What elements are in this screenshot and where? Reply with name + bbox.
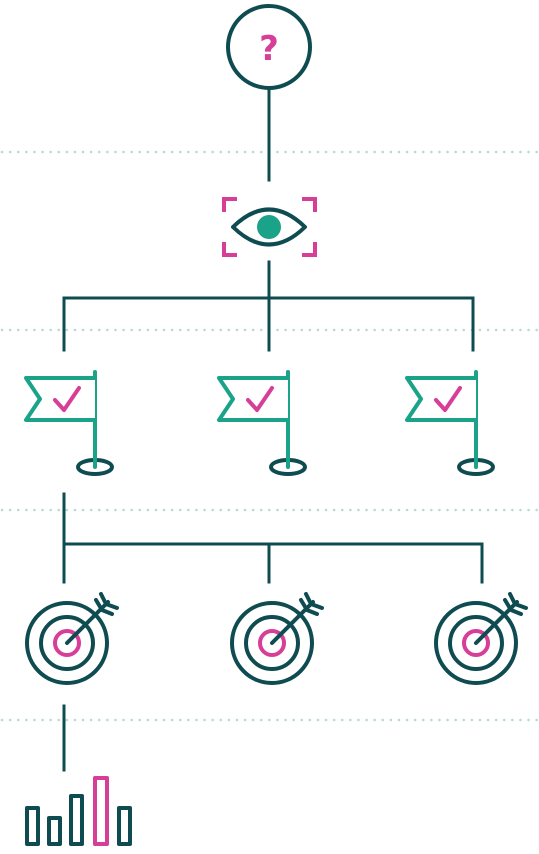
connector-lines	[62, 86, 484, 772]
bar-2	[47, 816, 62, 846]
bar-chart-icon	[25, 776, 132, 846]
arrow-fletch-2	[94, 598, 114, 616]
flag-banner	[405, 376, 476, 422]
target-ring-middle	[244, 615, 300, 671]
target-ring-inner	[462, 629, 490, 657]
flag-banner	[217, 376, 288, 422]
question-circle	[226, 4, 312, 90]
target-3	[434, 592, 528, 685]
arrow-fletch-2	[503, 598, 523, 616]
target-ring-inner	[258, 629, 286, 657]
target-2	[230, 592, 324, 685]
arrow-fletch-2	[299, 598, 319, 616]
question-circle-icon: ?	[226, 4, 312, 90]
eye-pupil	[257, 215, 281, 239]
bar-1	[25, 806, 40, 846]
eye-in-focus-frame-icon	[222, 197, 317, 257]
arrow-fletch	[304, 592, 324, 610]
bar-4-highlight	[93, 776, 109, 846]
arrow-fletch	[508, 592, 528, 610]
flag-3	[405, 370, 495, 476]
flag-1	[24, 370, 114, 476]
flag-2	[217, 370, 307, 476]
target-ring-inner	[53, 629, 81, 657]
checkmark-icon	[53, 386, 81, 412]
target-1	[25, 592, 119, 685]
arrow-fletch	[99, 592, 119, 610]
bar-5	[117, 806, 132, 846]
checkmark-icon	[434, 386, 462, 412]
bar-3	[69, 794, 84, 846]
target-ring-middle	[39, 615, 95, 671]
flag-banner	[24, 376, 95, 422]
checkmark-icon	[246, 386, 274, 412]
target-ring-middle	[448, 615, 504, 671]
question-mark: ?	[259, 29, 279, 69]
focus-frame-corners	[222, 197, 317, 257]
